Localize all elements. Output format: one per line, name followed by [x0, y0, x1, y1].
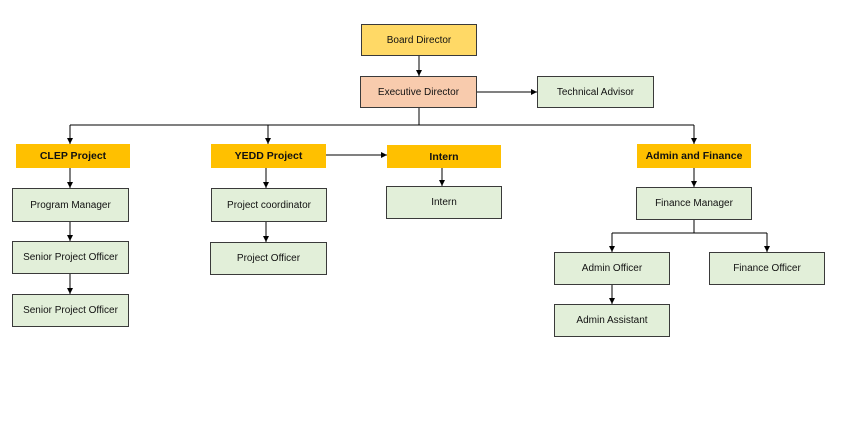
intern-header: Intern: [387, 145, 501, 168]
project-officer-box: Project Officer: [210, 242, 327, 275]
senior-project-officer-box: Senior Project Officer: [12, 241, 129, 274]
finance-officer-box: Finance Officer: [709, 252, 825, 285]
technical-advisor-box: Technical Advisor: [537, 76, 654, 108]
senior-project-officer-box: Senior Project Officer: [12, 294, 129, 327]
program-manager-box: Program Manager: [12, 188, 129, 222]
admin-officer-box: Admin Officer: [554, 252, 670, 285]
yedd-project-header: YEDD Project: [211, 144, 326, 168]
clep-project-header: CLEP Project: [16, 144, 130, 168]
finance-manager-box: Finance Manager: [636, 187, 752, 220]
project-coordinator-box: Project coordinator: [211, 188, 327, 222]
executive-director-box: Executive Director: [360, 76, 477, 108]
admin-assistant-box: Admin Assistant: [554, 304, 670, 337]
admin-finance-header: Admin and Finance: [637, 144, 751, 168]
intern-box: Intern: [386, 186, 502, 219]
board-director-box: Board Director: [361, 24, 477, 56]
